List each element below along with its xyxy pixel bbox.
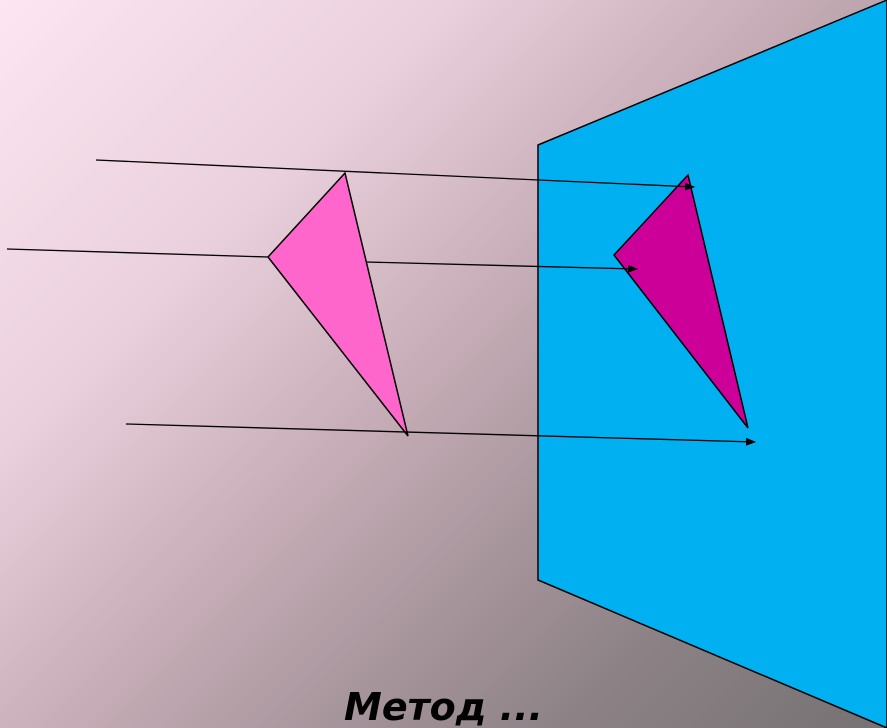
slide-caption: Метод ... [344,685,543,728]
projected-triangle [613,173,749,429]
projection-ray-bottom [125,423,756,446]
projection-ray-middle-left [6,248,269,258]
object-triangle [267,171,409,437]
projection-ray-middle-right [365,261,638,273]
projection-ray-top [95,159,695,191]
